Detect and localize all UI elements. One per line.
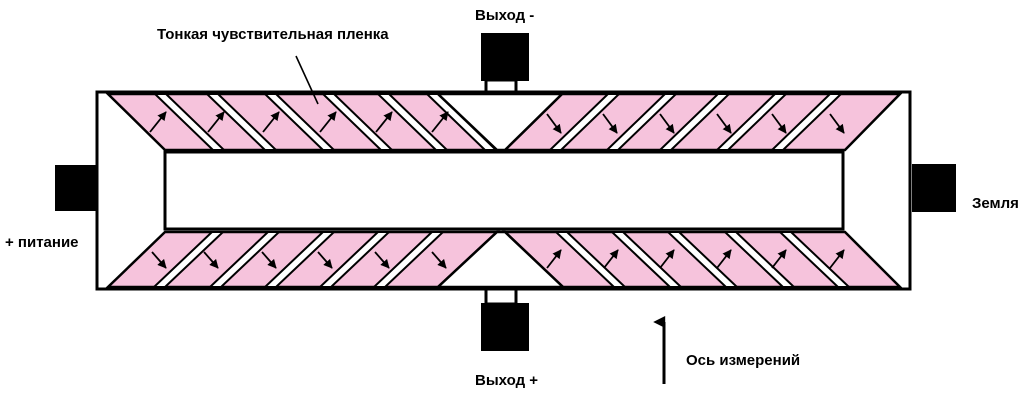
film-stripe-bottom-right bbox=[665, 231, 740, 288]
film-arrow-bottom-left bbox=[317, 251, 333, 269]
film-arrow-top-right bbox=[546, 113, 562, 134]
film-stripe-bottom-left bbox=[151, 231, 226, 288]
output-minus-label: Выход - bbox=[475, 7, 534, 24]
ground-pad bbox=[912, 164, 956, 212]
film-stripe-top-left bbox=[262, 93, 337, 151]
power-pad bbox=[55, 165, 97, 211]
film-arrow-bottom-right bbox=[603, 249, 619, 269]
output-plus-pad bbox=[481, 303, 529, 351]
film-stripe-top-left bbox=[204, 93, 279, 151]
film-stripe-top-left bbox=[375, 93, 450, 151]
output-minus-pad bbox=[481, 33, 529, 81]
film-arrow-bottom-left bbox=[431, 251, 447, 269]
polarization-arrows bbox=[149, 111, 845, 269]
film-leader-line bbox=[295, 55, 319, 105]
film-arrow-top-right bbox=[716, 113, 732, 134]
film-arrow-top-left bbox=[149, 111, 167, 133]
film-stripe-bottom-left bbox=[207, 231, 282, 288]
ground-label: Земля bbox=[972, 195, 1019, 212]
film-arrow-bottom-left bbox=[151, 251, 167, 269]
film-arrow-top-left bbox=[319, 111, 337, 133]
film-arrow-top-right bbox=[829, 113, 845, 134]
power-label: + питание bbox=[5, 234, 79, 251]
bottom-notch bbox=[434, 230, 567, 289]
inner-cavity bbox=[163, 150, 845, 231]
film-stripe-top-left bbox=[320, 93, 395, 151]
film-arrow-top-left bbox=[262, 111, 280, 133]
film-arrow-bottom-right bbox=[546, 249, 562, 269]
film-stripe-bottom-right bbox=[553, 231, 628, 288]
film-arrow-bottom-right bbox=[716, 249, 732, 269]
film-arrow-bottom-left bbox=[261, 251, 277, 269]
film-arrow-bottom-right bbox=[771, 249, 787, 269]
film-stripe-top-right bbox=[769, 93, 844, 151]
film-stripe-bottom-right bbox=[609, 231, 684, 288]
film-stripe-bottom-left bbox=[371, 231, 446, 288]
film-arrow-top-left bbox=[431, 111, 449, 133]
film-stripe-bottom-left bbox=[317, 231, 392, 288]
film-stripe-bottom-right bbox=[777, 231, 852, 288]
film-stripe-top-left bbox=[152, 93, 227, 151]
output-plus-label: Выход + bbox=[475, 372, 538, 389]
film-arrow-top-right bbox=[659, 113, 675, 134]
film-stripe-top-right bbox=[604, 93, 679, 151]
film-arrow-bottom-left bbox=[374, 251, 390, 269]
film-arrow-bottom-right bbox=[829, 249, 845, 269]
film-stripe-top-right bbox=[547, 93, 622, 151]
film-arrow-top-right bbox=[771, 113, 787, 134]
thin-film-label: Тонкая чувствительная пленка bbox=[157, 26, 389, 43]
sensor-body bbox=[55, 33, 956, 351]
film-stripe-top-right bbox=[714, 93, 789, 151]
film-arrow-bottom-right bbox=[659, 249, 675, 269]
film-arrow-top-left bbox=[207, 111, 225, 133]
top-notch bbox=[434, 92, 566, 152]
measure-axis-label: Ось измерений bbox=[686, 352, 800, 369]
film-arrow-top-right bbox=[602, 113, 618, 134]
film-stripe-top-right bbox=[657, 93, 732, 151]
notches bbox=[434, 92, 567, 289]
film-stripe-bottom-left bbox=[262, 231, 337, 288]
film-stripe-bottom-right bbox=[722, 231, 797, 288]
film-arrow-top-left bbox=[375, 111, 393, 133]
film-arrow-bottom-left bbox=[203, 251, 219, 269]
